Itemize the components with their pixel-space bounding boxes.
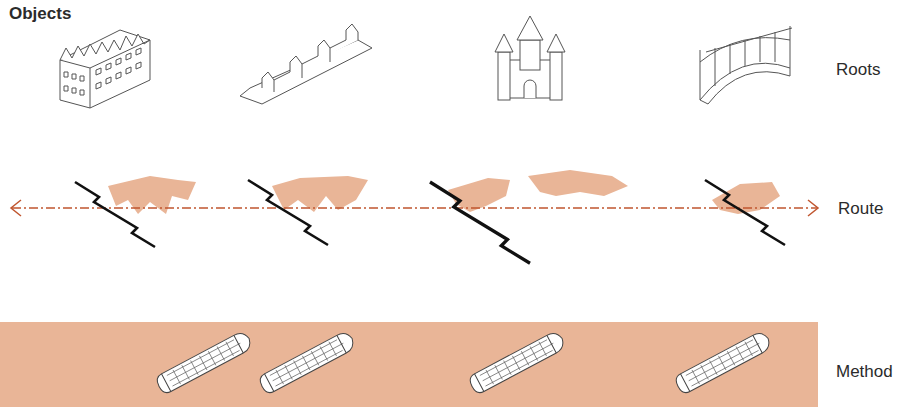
route-line [12, 207, 818, 208]
houses-windows [64, 48, 141, 95]
castle-tower [498, 52, 510, 100]
bridge-posts [715, 32, 775, 86]
method-band [0, 322, 818, 407]
bridge-rails [700, 26, 792, 100]
castle-roofs [495, 16, 565, 52]
barge-hull [240, 40, 372, 104]
barge-lines [274, 48, 330, 92]
castle-tower [550, 52, 562, 100]
boat-shape [673, 330, 772, 396]
route-arrowhead [11, 200, 21, 216]
bridge [700, 26, 792, 104]
route-patch [712, 182, 780, 214]
houses-gables [60, 34, 150, 60]
route-patch [528, 170, 628, 196]
row-label: Roots [836, 61, 880, 80]
boat-shape [257, 330, 356, 396]
section-cut-line [430, 182, 530, 263]
section-cut [430, 182, 530, 263]
section-cut [248, 180, 328, 245]
row-label: Method [836, 363, 893, 382]
boat-shape [154, 330, 253, 396]
castle-gate [524, 80, 536, 98]
boat [257, 330, 356, 396]
route-patch [448, 178, 510, 212]
castle-keep [520, 40, 540, 70]
route-patch [272, 176, 368, 212]
row-label: Route [838, 200, 883, 219]
section-cut [75, 182, 155, 247]
boat [467, 330, 566, 396]
boat [673, 330, 772, 396]
barge [240, 24, 372, 104]
houses-outline [60, 30, 150, 108]
section-cut [705, 180, 785, 245]
houses-edges [60, 40, 150, 108]
boat-shape [467, 330, 566, 396]
castle [495, 16, 565, 100]
heading: Objects [9, 5, 71, 24]
canal-houses [60, 30, 150, 108]
boat [154, 330, 253, 396]
route-arrowhead [808, 200, 818, 216]
barge-cabins [262, 24, 358, 88]
bridge-deck [700, 63, 790, 104]
